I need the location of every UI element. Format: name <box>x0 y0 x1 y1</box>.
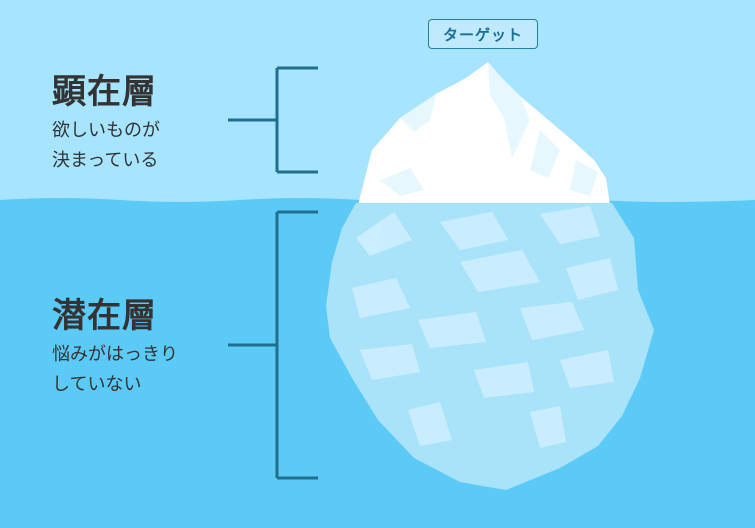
surface-desc-line1: 欲しいものが <box>52 120 160 141</box>
target-badge: ターゲット <box>428 19 538 49</box>
iceberg-underwater-facets <box>352 206 618 448</box>
latent-desc-line1: 悩みがはっきり <box>52 344 178 365</box>
latent-desc-line2: していない <box>52 374 142 395</box>
surface-bracket <box>228 66 318 174</box>
latent-bracket <box>228 210 318 480</box>
surface-desc-line2: 決まっている <box>52 150 159 171</box>
iceberg-tip-shading <box>380 62 598 196</box>
surface-heading: 顕在層 <box>52 72 157 112</box>
latent-heading: 潜在層 <box>52 296 157 336</box>
